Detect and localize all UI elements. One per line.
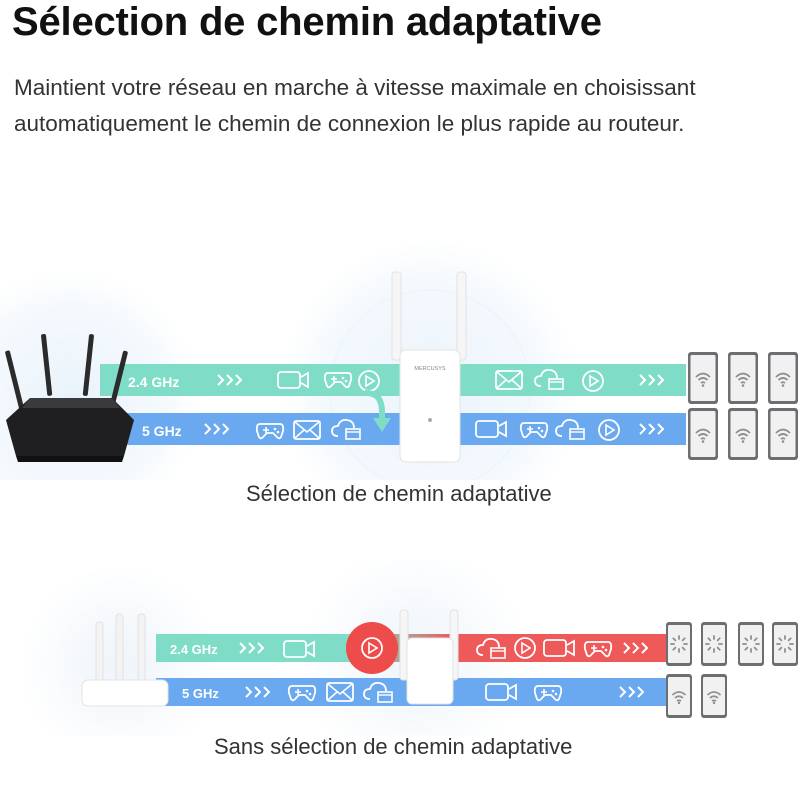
- phone-wifi: [665, 673, 693, 719]
- band-5ghz-label: 5 GHz: [142, 423, 182, 439]
- band-5ghz: [100, 413, 686, 445]
- phone-loading: [701, 622, 727, 666]
- adaptive-path-diagram: 2.4 GHz 5 GHz MERCUSYS: [0, 240, 799, 480]
- phone-wifi: [767, 407, 799, 461]
- band-2-4ghz-label: 2.4 GHz: [128, 374, 179, 390]
- band-2-4ghz-label: 2.4 GHz: [170, 642, 218, 657]
- phone-wifi: [687, 407, 719, 461]
- phone-loading: [738, 622, 764, 666]
- router-white: [81, 613, 169, 707]
- phone-wifi: [727, 351, 759, 405]
- phone-wifi: [700, 673, 728, 719]
- caption-with-adaptive: Sélection de chemin adaptative: [246, 481, 552, 506]
- phone-loading: [772, 622, 798, 666]
- blocked-play-icon: [346, 622, 398, 674]
- band-5ghz-label: 5 GHz: [182, 686, 219, 701]
- phone-loading: [666, 622, 692, 666]
- phone-wifi: [767, 351, 799, 405]
- band-2-4ghz: [100, 364, 686, 396]
- extender-brand: MERCUSYS: [414, 366, 446, 372]
- switch-arrow: [364, 389, 385, 420]
- phone-wifi: [727, 407, 759, 461]
- extender: MERCUSYS: [391, 271, 467, 463]
- extender: [399, 609, 459, 705]
- phone-wifi: [687, 351, 719, 405]
- page-description: Maintient votre réseau en marche à vites…: [14, 75, 696, 136]
- caption-without-adaptive: Sans sélection de chemin adaptative: [214, 734, 573, 759]
- no-adaptive-path-diagram: 2.4 GHz 5 GHz: [20, 560, 800, 736]
- page-title: Sélection de chemin adaptative: [12, 0, 602, 44]
- router-black: [5, 334, 134, 462]
